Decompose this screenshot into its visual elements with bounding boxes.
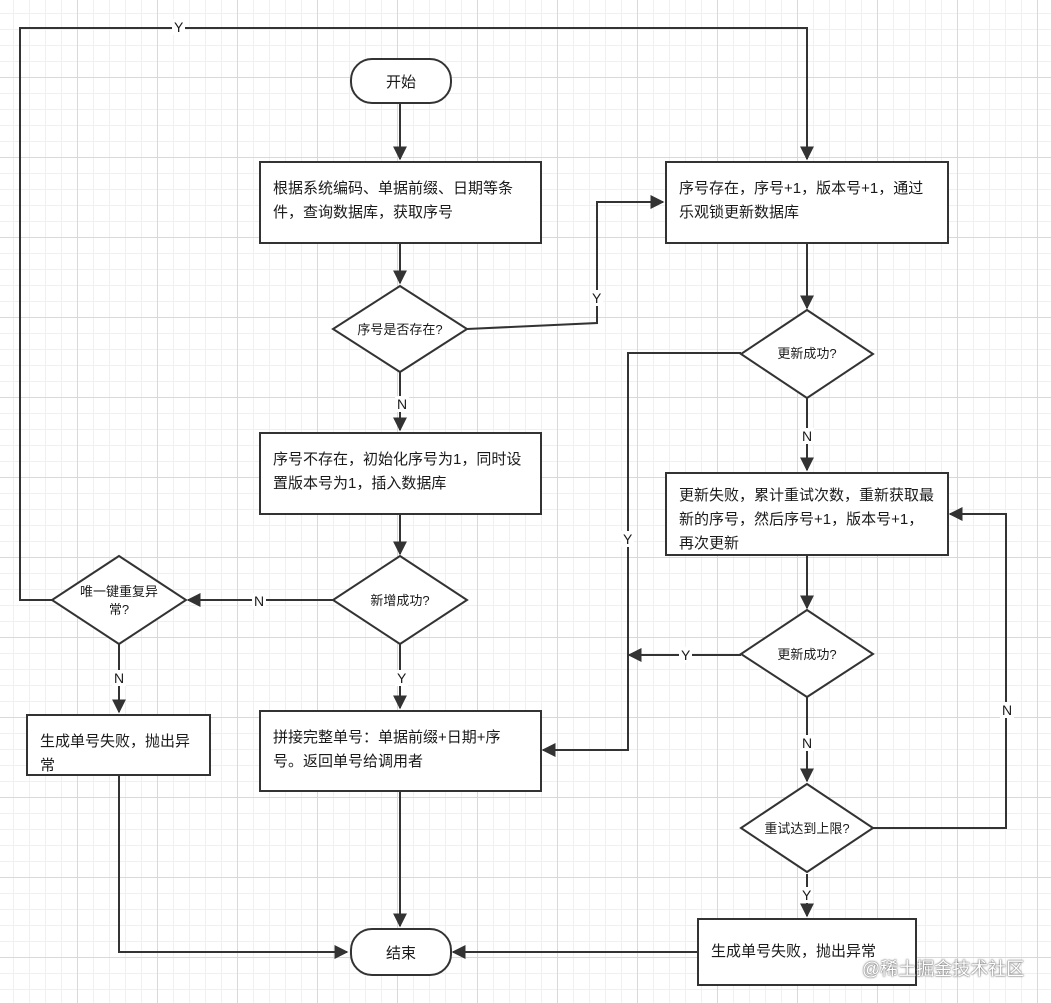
decision-insert-ok: [331, 554, 469, 646]
decision-update-ok-2-label: 更新成功?: [777, 647, 837, 662]
start-node: 开始: [350, 58, 452, 104]
fail-right-box: 生成单号失败，抛出异常: [697, 918, 917, 986]
edge-limit-no-retry: [873, 507, 1007, 829]
query-db-box: 根据系统编码、单据前缀、日期等条件，查询数据库，获取序号: [259, 161, 542, 244]
label-exists-no: N: [395, 396, 410, 412]
edge-dup-yes-update: [19, 27, 814, 601]
compose-number-box: 拼接完整单号：单据前缀+日期+序号。返回单号给调用者: [259, 710, 542, 792]
end-node: 结束: [350, 928, 452, 976]
decision-update-ok-label: 更新成功?: [777, 346, 837, 361]
decision-retry-limit: [739, 782, 875, 874]
label-dup-yes: Y: [172, 19, 186, 35]
decision-update-ok: [739, 308, 875, 400]
edge-fail-left-end: [118, 776, 349, 959]
label-limit-yes: Y: [800, 887, 814, 903]
label-update-yes: Y: [621, 531, 635, 547]
decision-exists: [331, 284, 469, 374]
label-insert-yes: Y: [395, 670, 409, 686]
edge-updateok-yes-compose: [541, 352, 741, 757]
decision-insert-ok-label: 新增成功?: [370, 593, 430, 608]
label-limit-no: N: [1000, 702, 1015, 718]
label-insert-no: N: [252, 593, 267, 609]
fail-left-box: 生成单号失败，抛出异常: [26, 714, 211, 776]
label-update-no: N: [800, 428, 815, 444]
update-sequence-box: 序号存在，序号+1，版本号+1，通过乐观锁更新数据库: [665, 161, 949, 244]
label-dup-no: N: [112, 670, 127, 686]
retry-box: 更新失败，累计重试次数，重新获取最新的序号，然后序号+1，版本号+1，再次更新: [665, 472, 949, 556]
label-update2-no: N: [800, 735, 815, 751]
label-exists-yes: Y: [590, 290, 604, 306]
decision-duplicate-label: 唯一键重复异常?: [79, 584, 158, 617]
edge-exists-yes-update: [466, 195, 665, 330]
decision-exists-label: 序号是否存在?: [357, 322, 443, 337]
watermark: @稀土掘金技术社区: [862, 959, 1025, 979]
label-update2-yes: Y: [679, 647, 693, 663]
decision-retry-limit-label: 重试达到上限?: [764, 821, 850, 836]
decision-duplicate: [50, 554, 188, 646]
decision-update-ok-2: [739, 608, 875, 699]
init-sequence-box: 序号不存在，初始化序号为1，同时设置版本号为1，插入数据库: [259, 432, 542, 515]
